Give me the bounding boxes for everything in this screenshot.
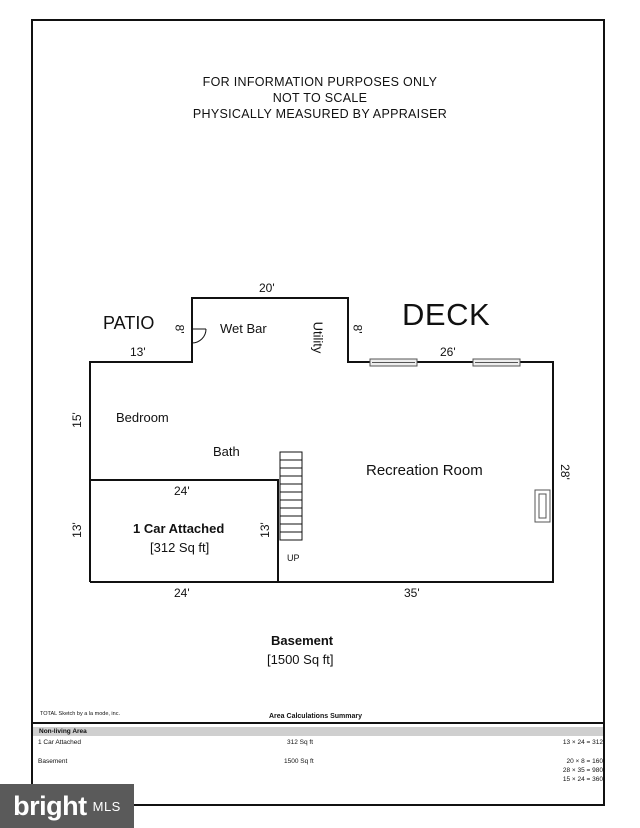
floor-name: Basement xyxy=(271,633,334,648)
stairs xyxy=(279,451,303,541)
dim-deck-edge: 26' xyxy=(440,345,456,359)
summary-row-calc: 15 × 24 = 360 xyxy=(562,776,603,783)
room-bedroom: Bedroom xyxy=(116,410,169,425)
window-2 xyxy=(472,358,521,367)
dim-garage-left: 13' xyxy=(69,522,84,538)
patio-label: PATIO xyxy=(103,313,155,333)
room-wet-bar: Wet Bar xyxy=(220,321,267,336)
dim-garage-top: 24' xyxy=(174,484,190,498)
summary-row-name: 1 Car Attached xyxy=(38,739,81,746)
dim-top: 20' xyxy=(259,281,275,295)
notice-line-1: FOR INFORMATION PURPOSES ONLY xyxy=(202,75,438,89)
room-bath: Bath xyxy=(213,444,240,459)
floor-area: [1500 Sq ft] xyxy=(267,652,334,667)
deck-label: DECK xyxy=(402,297,491,332)
notice-line-2: NOT TO SCALE xyxy=(272,91,368,105)
dim-wet-bar-right: 8' xyxy=(350,324,365,334)
outer-wall xyxy=(89,297,554,583)
window-1 xyxy=(369,358,418,367)
summary-row-name: Basement xyxy=(38,758,68,765)
stairs-up-label: UP xyxy=(287,553,300,563)
room-utility: Utility xyxy=(310,321,326,354)
door-swing xyxy=(191,328,207,344)
fireplace xyxy=(534,489,551,523)
logo-suffix: MLS xyxy=(92,798,121,814)
sketch-sheet xyxy=(31,19,605,806)
summary-row-calc: 28 × 35 = 980 xyxy=(562,767,603,774)
summary-row-calc: 13 × 24 = 312 xyxy=(562,739,603,746)
summary-row-area: 312 Sq ft xyxy=(287,739,314,746)
garage-wall xyxy=(90,479,279,582)
logo-brand: bright xyxy=(13,790,87,821)
summary-title: Area Calculations Summary xyxy=(269,713,362,720)
garage-area: [312 Sq ft] xyxy=(150,540,210,555)
notice-line-3: PHYSICALLY MEASURED BY APPRAISER xyxy=(192,107,448,121)
dim-bottom-left: 24' xyxy=(174,586,190,600)
area-summary-table: Non-living Area 1 Car Attached 312 Sq ft… xyxy=(33,722,603,784)
dim-patio-edge: 13' xyxy=(130,345,146,359)
dim-left-upper: 15' xyxy=(69,412,84,428)
dim-garage-right: 13' xyxy=(257,522,272,538)
dim-bottom-right: 35' xyxy=(404,586,420,600)
summary-row-area: 1500 Sq ft xyxy=(284,758,314,765)
bright-mls-logo: bright MLS xyxy=(0,784,134,828)
dim-wet-bar-left: 8' xyxy=(172,324,187,334)
software-credit: TOTAL Sketch by a la mode, inc. xyxy=(40,711,120,717)
dim-right: 28' xyxy=(557,464,572,480)
summary-section-title: Non-living Area xyxy=(39,728,87,735)
summary-header-bar xyxy=(33,727,603,736)
room-garage: 1 Car Attached xyxy=(133,521,225,536)
room-recreation: Recreation Room xyxy=(366,462,483,479)
summary-row-calc: 20 × 8 = 160 xyxy=(566,758,603,765)
